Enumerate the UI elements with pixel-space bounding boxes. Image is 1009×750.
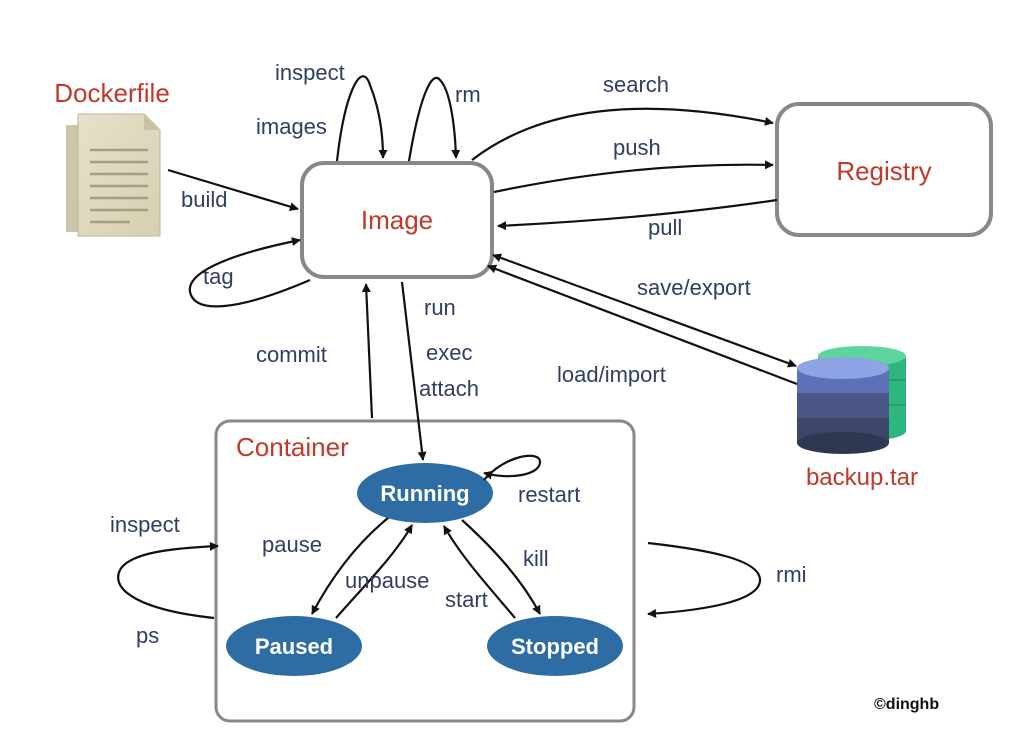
database-icon [797,346,906,454]
edge-label-inspect-image: inspect [275,60,345,85]
edge-label-attach: attach [419,376,479,401]
credit-text: ©dinghb [874,696,939,713]
running-label: Running [380,481,469,506]
arrow-pause [311,517,389,615]
image-label: Image [361,205,433,235]
dockerfile-label: Dockerfile [54,78,170,108]
arrow-inspect-ps [117,541,219,620]
edge-label-start: start [445,587,488,612]
running-state [357,463,493,523]
edge-label-tag: tag [203,264,234,289]
edge-label-save-export: save/export [637,275,751,300]
edge-label-push: push [613,135,661,160]
arrow-pull [497,198,778,231]
arrow-commit [361,283,374,419]
arrow-restart [483,454,542,481]
arrow-tag [188,237,311,308]
edge-label-build: build [181,187,227,212]
edge-label-run: run [424,295,456,320]
arrow-rm [407,76,461,162]
edge-label-commit: commit [256,342,327,367]
arrow-unpause [335,524,413,619]
arrow-kill [461,519,541,615]
edge-label-inspect-container: inspect [110,512,180,537]
arrow-build [167,168,299,211]
image-box [300,161,494,279]
container-label: Container [236,432,349,462]
arrow-inspect-images [335,75,388,162]
edge-label-pull: pull [648,215,682,240]
edge-label-unpause: unpause [345,568,429,593]
arrow-load-import [487,264,798,386]
stopped-label: Stopped [511,634,599,659]
dockerfile-icon [66,113,161,237]
arrow-start [443,525,516,619]
arrows [117,75,798,620]
arrow-search [471,107,774,161]
edge-label-pause: pause [262,532,322,557]
edge-label-rmi: rmi [776,562,807,587]
registry-box [775,102,993,237]
edge-label-exec: exec [426,340,472,365]
edge-label-rm: rm [455,82,481,107]
arrow-run [400,281,427,461]
edge-label-search: search [603,72,669,97]
edge-label-restart: restart [518,482,580,507]
stopped-state [487,616,623,676]
arrow-save-load [492,253,797,368]
arrow-push [493,160,774,194]
arrow-rmi [647,541,762,618]
paused-state [226,616,362,676]
backup-label: backup.tar [806,464,918,491]
edge-label-ps: ps [136,623,159,648]
edge-label-images: images [256,114,327,139]
edge-label-kill: kill [523,546,549,571]
edge-label-load-import: load/import [557,362,666,387]
paused-label: Paused [255,634,333,659]
registry-label: Registry [836,156,931,186]
